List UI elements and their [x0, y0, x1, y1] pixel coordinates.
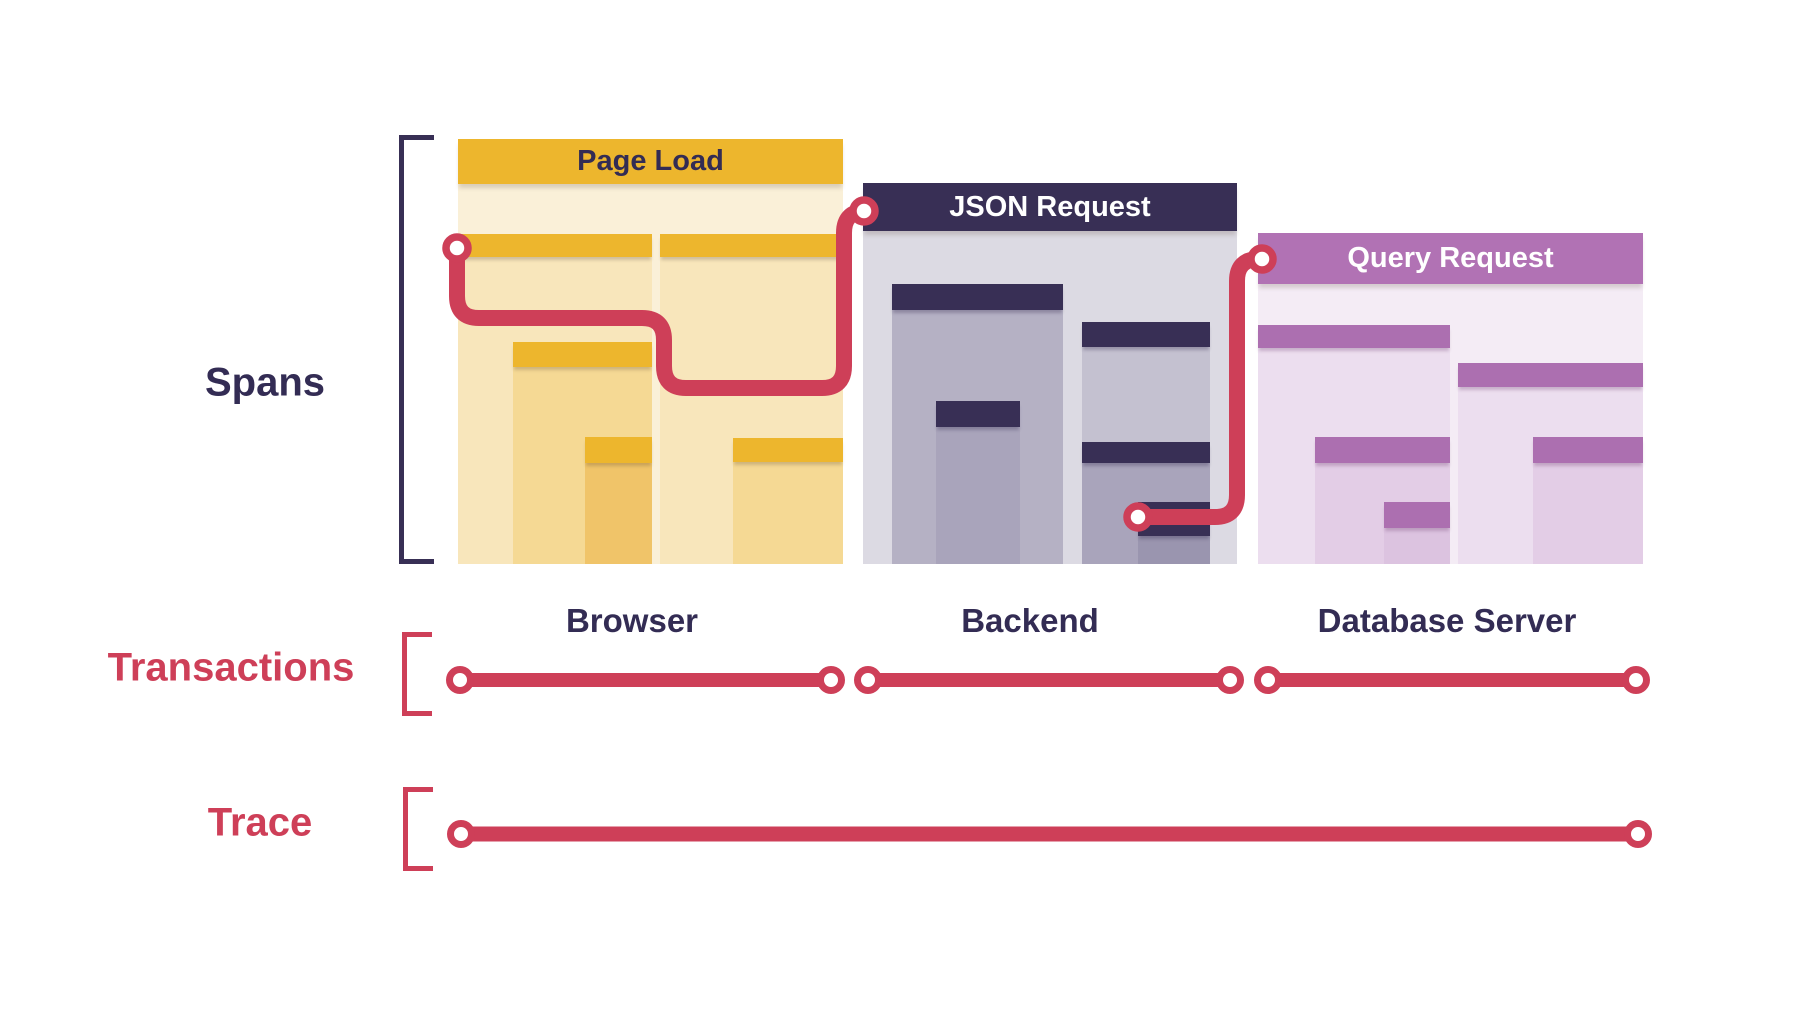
transaction-node	[817, 666, 845, 694]
span-bar	[1384, 502, 1450, 528]
page-load-card-header: Page Load	[458, 139, 843, 184]
transaction-node	[854, 666, 882, 694]
browser-label: Browser	[565, 602, 699, 639]
json-request-title: JSON Request	[949, 190, 1151, 223]
query-request-card: Query Request	[1258, 233, 1643, 564]
trace-node	[1624, 820, 1652, 848]
span-bar	[1082, 442, 1210, 463]
page-load-title: Page Load	[577, 145, 724, 177]
span-bar	[1315, 437, 1450, 463]
transaction-node	[446, 666, 474, 694]
span-block	[1533, 463, 1643, 564]
span-block	[733, 462, 843, 564]
span-bar	[458, 234, 652, 257]
transaction-node	[1622, 666, 1650, 694]
page-load-card: Page Load	[458, 139, 843, 564]
span-bar	[733, 438, 843, 462]
transactions-bracket	[402, 632, 432, 716]
span-bar	[1458, 363, 1643, 387]
span-bar	[585, 437, 652, 463]
span-bar	[513, 342, 652, 367]
span-bar	[1533, 437, 1643, 463]
trace-label: Trace	[207, 800, 313, 845]
spans-label: Spans	[204, 360, 326, 405]
span-bar	[936, 401, 1020, 427]
span-bar	[892, 284, 1063, 310]
json-request-card: JSON Request	[863, 183, 1237, 564]
query-request-title: Query Request	[1347, 242, 1554, 274]
span-bar	[1082, 322, 1210, 347]
transactions-label: Transactions	[107, 645, 355, 690]
span-bar	[660, 234, 843, 257]
spans-bracket	[399, 135, 434, 564]
transaction-node	[1216, 666, 1244, 694]
span-block	[1384, 528, 1450, 564]
json-request-card-header: JSON Request	[863, 183, 1237, 231]
query-request-card-header: Query Request	[1258, 233, 1643, 284]
trace-bracket	[403, 787, 433, 871]
trace-node	[447, 820, 475, 848]
span-block	[936, 427, 1020, 564]
database-server-label: Database Server	[1317, 602, 1577, 639]
transaction-node	[1254, 666, 1282, 694]
span-block	[585, 463, 652, 564]
span-bar	[1138, 502, 1210, 536]
span-block	[1138, 536, 1210, 564]
backend-label: Backend	[961, 602, 1099, 639]
span-bar	[1258, 325, 1450, 348]
